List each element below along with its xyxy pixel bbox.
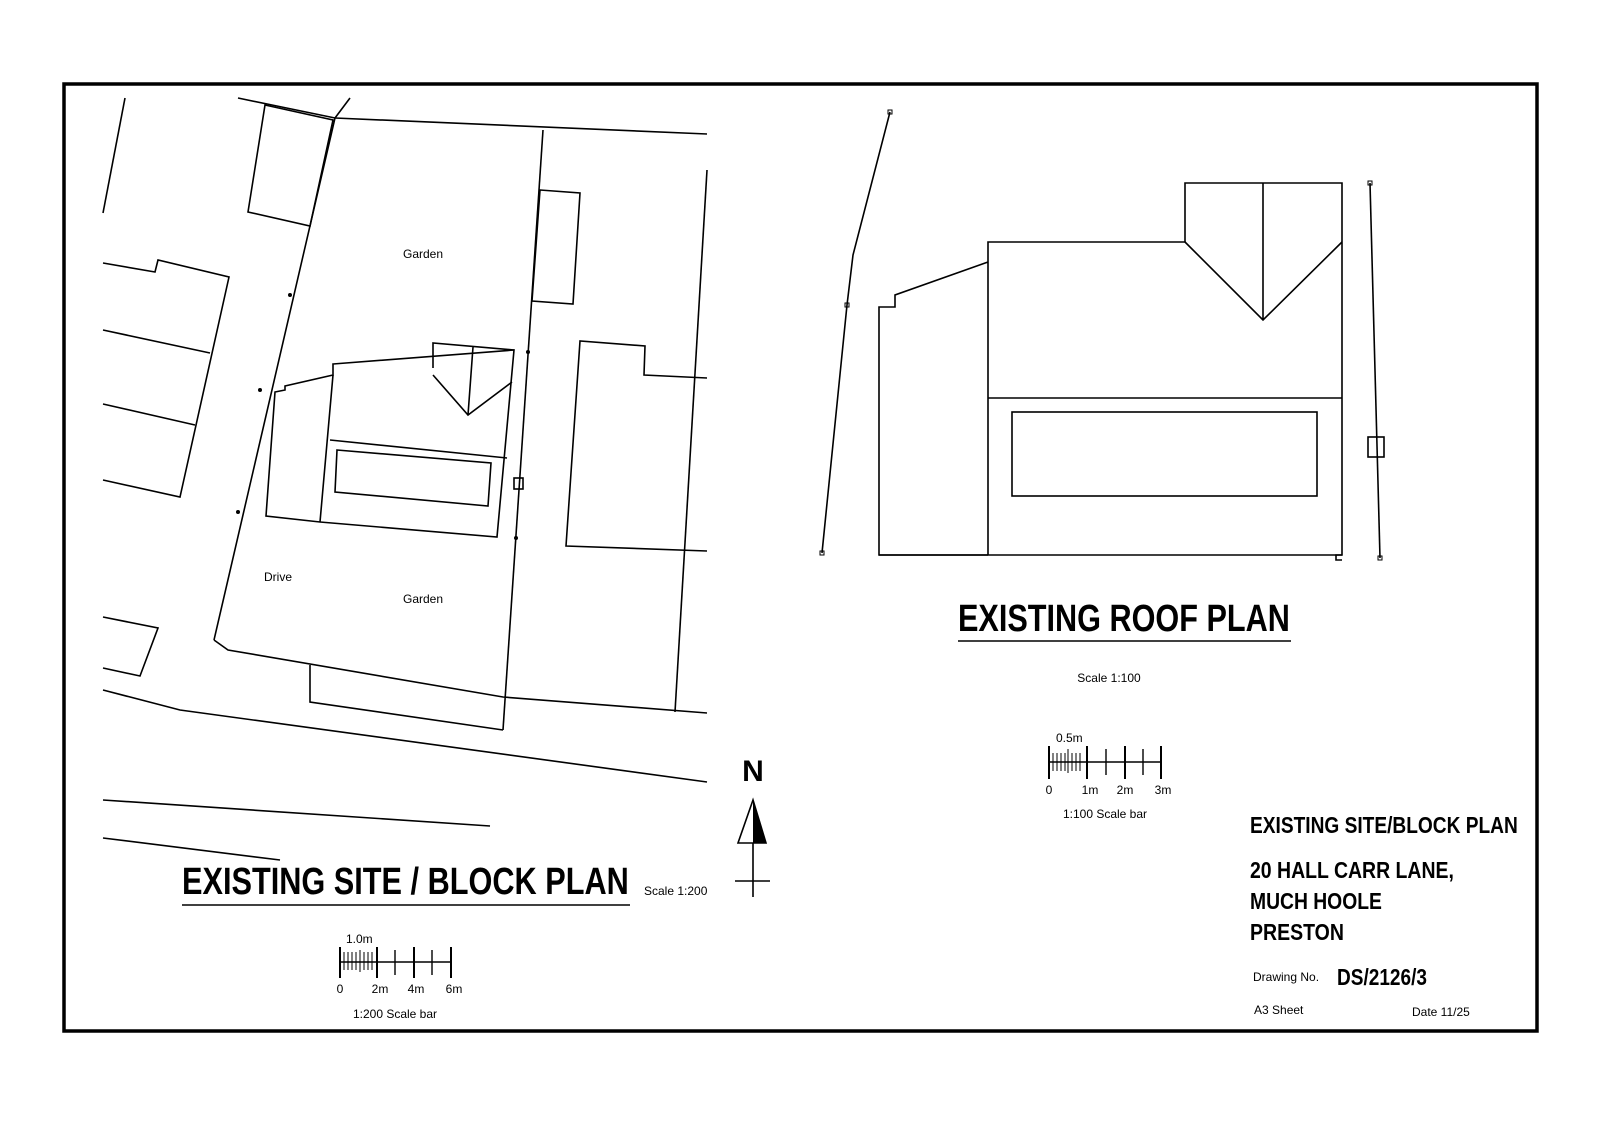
scale-tick-label: 1m bbox=[1082, 783, 1099, 797]
roof-boundary-markers bbox=[819, 109, 1383, 561]
house-outline bbox=[265, 349, 515, 538]
roof-internal-lines bbox=[879, 397, 1342, 556]
scale-tick-label: 4m bbox=[408, 982, 425, 996]
roof-right-boundary bbox=[1369, 182, 1381, 559]
plot-bottom-boundary bbox=[213, 639, 708, 714]
north-label: N bbox=[742, 755, 764, 788]
scale-tick-label: 0 bbox=[337, 982, 344, 996]
site-plan-scale: Scale 1:200 bbox=[644, 884, 708, 898]
shed bbox=[531, 189, 581, 305]
site-plan-title: EXISTING SITE / BLOCK PLAN bbox=[182, 861, 629, 903]
front-parking bbox=[309, 665, 504, 731]
plot-top-boundary bbox=[237, 97, 708, 135]
scale-tick-label: 2m bbox=[1117, 783, 1134, 797]
drawing-no-label: Drawing No. bbox=[1253, 970, 1319, 984]
site-scale-sublabel: 1.0m bbox=[346, 932, 373, 946]
roof-plan bbox=[819, 109, 1385, 561]
house-rooflight bbox=[334, 449, 492, 507]
label-garden-bottom: Garden bbox=[403, 592, 443, 606]
north-arrow-icon bbox=[735, 797, 770, 897]
boundary-markers bbox=[236, 293, 530, 540]
roof-scale-sublabel: 0.5m bbox=[1056, 731, 1083, 745]
address-line: 20 HALL CARR LANE, bbox=[1250, 857, 1454, 883]
sheet-border bbox=[62, 82, 1539, 1033]
roof-plan-title: EXISTING ROOF PLAN bbox=[958, 598, 1290, 640]
roof-boundary-post bbox=[1367, 436, 1385, 458]
roof-scale-caption: 1:100 Scale bar bbox=[1063, 807, 1147, 821]
roof-scale-bar bbox=[1048, 746, 1162, 779]
boundary-line bbox=[102, 97, 126, 214]
roof-gable bbox=[1184, 183, 1343, 322]
site-scale-bar bbox=[339, 947, 452, 978]
neighbour-right-building bbox=[565, 340, 708, 552]
drawing-date: Date 11/25 bbox=[1412, 1005, 1470, 1019]
roof-left-boundary bbox=[821, 111, 891, 554]
address-line: MUCH HOOLE bbox=[1250, 890, 1382, 915]
address-line: PRESTON bbox=[1250, 920, 1344, 946]
roof-plan-scale: Scale 1:100 bbox=[1077, 671, 1141, 685]
site-plan bbox=[102, 97, 708, 861]
site-scale-caption: 1:200 Scale bar bbox=[353, 1007, 437, 1021]
neighbour-boundary bbox=[674, 169, 708, 713]
scale-tick-label: 3m bbox=[1155, 783, 1172, 797]
scale-tick-label: 6m bbox=[446, 982, 463, 996]
neighbour-left-building bbox=[102, 259, 230, 498]
neighbour-left-dividers bbox=[102, 329, 211, 426]
outbuilding bbox=[247, 104, 334, 227]
sheet-size: A3 Sheet bbox=[1254, 1003, 1304, 1017]
house-gable bbox=[432, 342, 515, 417]
street-lines bbox=[102, 616, 708, 861]
title-block-heading: EXISTING SITE/BLOCK PLAN bbox=[1250, 813, 1518, 838]
plot-right-boundary bbox=[502, 129, 544, 731]
roof-outline bbox=[878, 182, 1343, 561]
drawing-no: DS/2126/3 bbox=[1337, 965, 1427, 990]
label-garden-top: Garden bbox=[403, 247, 443, 261]
boundary-post bbox=[513, 477, 524, 490]
plot-left-boundary bbox=[213, 97, 351, 641]
scale-tick-label: 0 bbox=[1046, 783, 1053, 797]
roof-rooflight bbox=[1011, 411, 1318, 497]
house-internal-lines bbox=[319, 374, 508, 523]
label-drive: Drive bbox=[264, 570, 292, 584]
scale-tick-label: 2m bbox=[372, 982, 389, 996]
